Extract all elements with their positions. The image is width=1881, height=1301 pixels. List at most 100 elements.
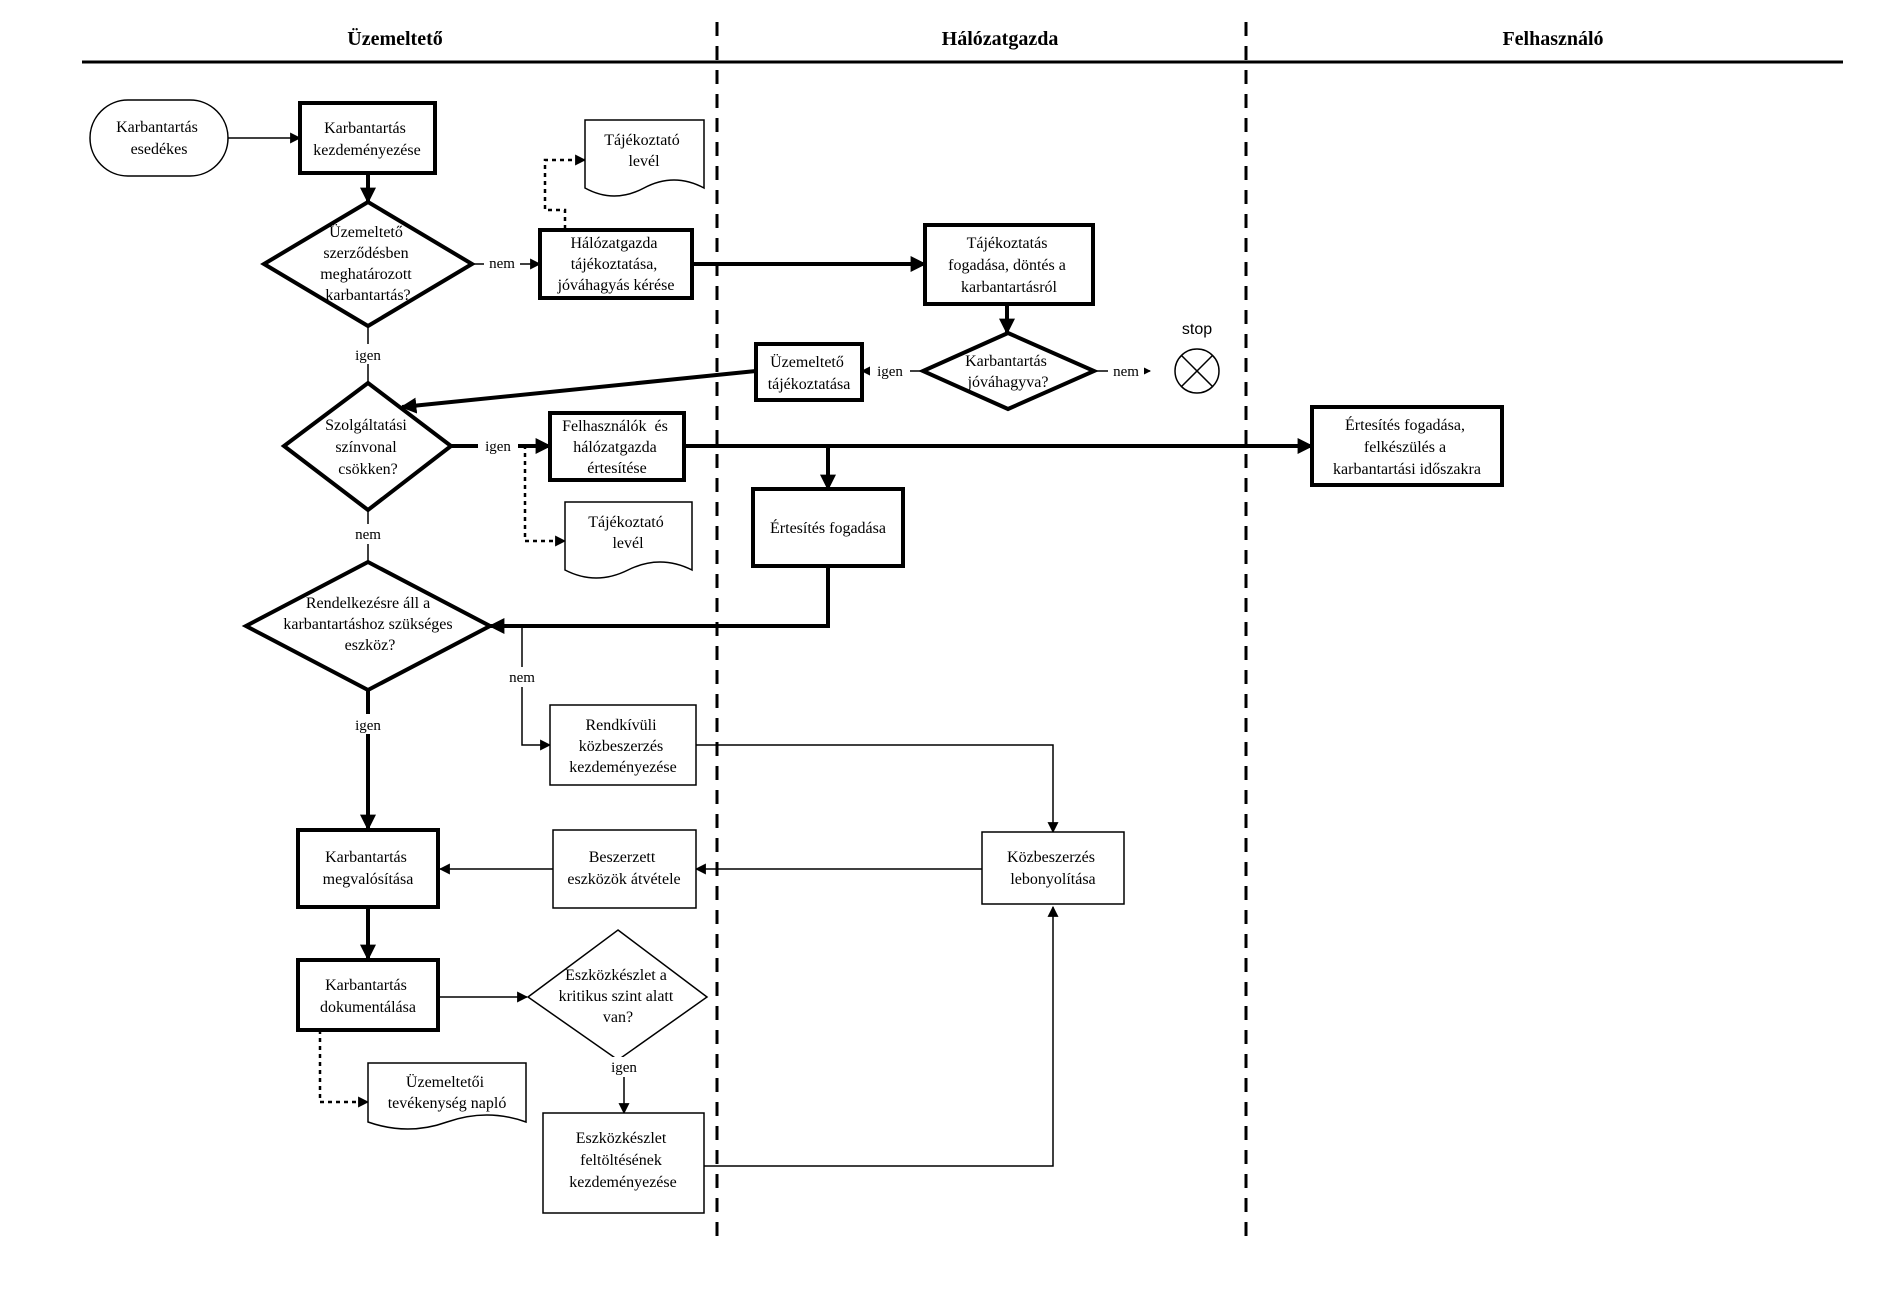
process-label-line: megvalósítása <box>323 871 414 888</box>
process-megvalositas: Karbantartás megvalósítása <box>296 828 440 909</box>
process-ertesites: Felhasználók és hálózatgazda értesítése <box>548 411 686 482</box>
process-uzemelteto-tajekoztatasa: Üzemeltető tájékoztatása <box>754 342 864 402</box>
process-label-line: Értesítés fogadása <box>770 518 886 537</box>
decision-label-line: kritikus szint alatt <box>559 988 674 1005</box>
process-label-line: Felhasználók és <box>562 418 668 435</box>
process-label-line: jóváhagyás kérése <box>557 277 675 294</box>
process-label-line: Karbantartás <box>325 977 407 994</box>
svg-text:Értesítés fogadása, felk: Értesítés fogadása, felkészülés a karban… <box>1333 415 1481 478</box>
process-label-line: karbantartási időszakra <box>1333 461 1481 478</box>
svg-text:Üzemeltető szerződésben: Üzemeltető szerződésben meghatározott ka… <box>320 223 416 304</box>
process-label-line: Közbeszerzés <box>1007 849 1095 866</box>
branch-labels: nem igen igen nem igen nem nem igen igen <box>349 254 1144 1077</box>
process-label-line: kezdeményezése <box>569 1174 676 1191</box>
decision-label-line: színvonal <box>335 439 397 456</box>
lane-title-halozatgazda: Hálózatgazda <box>942 28 1059 50</box>
decision-label-line: eszköz? <box>345 637 396 654</box>
process-label-line: közbeszerzés <box>579 738 663 755</box>
decision-label-line: van? <box>603 1009 633 1026</box>
process-halozatgazda-tajekoztatasa: Hálózatgazda tájékoztatása, jóváhagyás k… <box>538 228 694 300</box>
dotted-to-naplo <box>318 1030 370 1108</box>
process-tajekoztatas-fogadasa: Tájékoztatás fogadása, döntés a karbanta… <box>923 223 1095 306</box>
process-beszerzett: Beszerzett eszközök átvétele <box>552 829 697 909</box>
process-label-line: eszközök átvétele <box>567 871 680 888</box>
decision-label-line: Üzemeltető <box>329 223 403 241</box>
svg-text:Üzemeltetői tevékenység: Üzemeltetői tevékenység napló <box>388 1073 507 1112</box>
decision-label-line: Rendelkezésre áll a <box>306 595 430 612</box>
svg-text:Karbantartás jóváhagyva?: Karbantartás jóváhagyva? <box>965 353 1051 391</box>
label-nem-szerzodes: nem <box>489 256 515 272</box>
svg-text:Tájékoztató levél: Tájékoztató levél <box>604 132 684 170</box>
svg-text:Karbantartás dokumentálá: Karbantartás dokumentálása <box>320 977 416 1016</box>
svg-text:Hálózatgazda tájékoztatá: Hálózatgazda tájékoztatása, jóváhagyás k… <box>557 235 675 294</box>
process-kozbeszerzes: Közbeszerzés lebonyolítása <box>981 831 1125 905</box>
svg-text:Értesítés fogadása: Értesítés fogadása <box>770 518 886 537</box>
start-label-line: esedékes <box>131 141 188 158</box>
document-level-2: Tájékoztató levél <box>564 501 693 579</box>
process-label-line: kezdeményezése <box>313 142 420 159</box>
process-label-line: lebonyolítása <box>1010 871 1095 888</box>
decision-label-line: Eszközkészlet a <box>565 967 667 984</box>
process-label-line: tájékoztatása <box>768 376 851 393</box>
stop-terminator: stop <box>1174 321 1220 394</box>
svg-text:Beszerzett eszközök átvé: Beszerzett eszközök átvétele <box>567 849 680 888</box>
decision-rendelkezesre: Rendelkezésre áll a karbantartáshoz szük… <box>241 559 495 693</box>
process-label-line: hálózatgazda <box>573 439 657 456</box>
process-label-line: Rendkívüli <box>585 717 657 734</box>
process-label-line: Beszerzett <box>589 849 656 866</box>
label-igen-rendelkezesre: igen <box>355 718 381 734</box>
arrow-feltoltes-to-kozbeszerzes <box>704 905 1059 1167</box>
process-label-line: Tájékoztatás <box>967 235 1048 252</box>
arrow-rendkivuli-to-kozbeszerzes <box>696 744 1059 834</box>
decision-label-line: meghatározott <box>320 266 412 283</box>
document-level-1: Tájékoztató levél <box>584 119 705 197</box>
svg-text:Szolgáltatási színvonal: Szolgáltatási színvonal csökken? <box>325 417 411 478</box>
decision-szerzodes: Üzemeltető szerződésben meghatározott ka… <box>260 199 476 329</box>
dotted-to-level1 <box>543 154 587 229</box>
svg-text:Rendelkezésre áll a karb: Rendelkezésre áll a karbantartáshoz szük… <box>283 595 456 654</box>
svg-text:Eszközkészlet a kritikus: Eszközkészlet a kritikus szint alatt van… <box>559 967 678 1026</box>
svg-text:Karbantartás kezdeményez: Karbantartás kezdeményezése <box>313 120 420 159</box>
process-label-line: tájékoztatása, <box>571 256 658 273</box>
svg-text:Üzemeltető tájékoztatása: Üzemeltető tájékoztatása <box>768 353 851 393</box>
document-label-line: tevékenység napló <box>388 1095 507 1112</box>
process-label-line: értesítése <box>587 460 647 477</box>
decision-szolgaltatasi: Szolgáltatási színvonal csökken? <box>280 380 455 513</box>
process-label-line: dokumentálása <box>320 999 416 1016</box>
label-nem-szolgaltatasi: nem <box>355 527 381 543</box>
process-label-line: Eszközkészlet <box>576 1130 667 1147</box>
decision-eszkozkeszlet: Eszközkészlet a kritikus szint alatt van… <box>526 929 709 1061</box>
document-label-line: Üzemeltetői <box>406 1073 485 1091</box>
start-terminator: Karbantartás esedékes <box>89 99 229 177</box>
process-label-line: feltöltésének <box>580 1152 662 1169</box>
arrow-rendelkezesre-nem <box>521 626 552 751</box>
label-igen-szolgaltatasi: igen <box>485 439 511 455</box>
process-label-line: Üzemeltető <box>770 353 844 371</box>
decision-label-line: karbantartás? <box>325 287 410 304</box>
process-label-line: karbantartásról <box>961 279 1058 296</box>
arrow-uzemelteto-to-szolgaltatasi <box>400 369 757 414</box>
label-nem-jovahagyva: nem <box>1113 364 1139 380</box>
decision-label-line: jóváhagyva? <box>967 374 1049 391</box>
decision-label-line: karbantartáshoz szükséges <box>283 616 452 633</box>
svg-text:Eszközkészlet feltöltésé: Eszközkészlet feltöltésének kezdeményezé… <box>569 1130 676 1191</box>
process-label-line: Hálózatgazda <box>570 235 657 252</box>
svg-text:Felhasználók és hálózat: Felhasználók és hálózatgazda értesítése <box>562 418 672 477</box>
lane-title-felhasznalo: Felhasználó <box>1502 28 1603 50</box>
process-label-line: fogadása, döntés a <box>948 257 1066 274</box>
document-naplo: Üzemeltetői tevékenység napló <box>367 1062 527 1130</box>
decision-jovahagyva: Karbantartás jóváhagyva? <box>918 330 1099 412</box>
swimlane-header: Üzemeltető Hálózatgazda Felhasználó <box>82 22 1843 1245</box>
process-label-line: Értesítés fogadása, <box>1345 415 1465 434</box>
label-nem-rendelkezesre: nem <box>509 670 535 686</box>
lane-title-uzemelteto: Üzemeltető <box>347 27 443 50</box>
process-label-line: Karbantartás <box>324 120 406 137</box>
svg-text:Karbantartás esedékes: Karbantartás esedékes <box>116 119 202 158</box>
process-kezdemenyezes: Karbantartás kezdeményezése <box>298 101 437 175</box>
process-rendkivuli: Rendkívüli közbeszerzés kezdeményezése <box>549 704 697 786</box>
decision-label-line: szerződésben <box>323 245 408 262</box>
document-label-line: levél <box>612 535 644 552</box>
process-feltoltes: Eszközkészlet feltöltésének kezdeményezé… <box>542 1112 705 1214</box>
process-dokumentalas: Karbantartás dokumentálása <box>296 958 440 1032</box>
